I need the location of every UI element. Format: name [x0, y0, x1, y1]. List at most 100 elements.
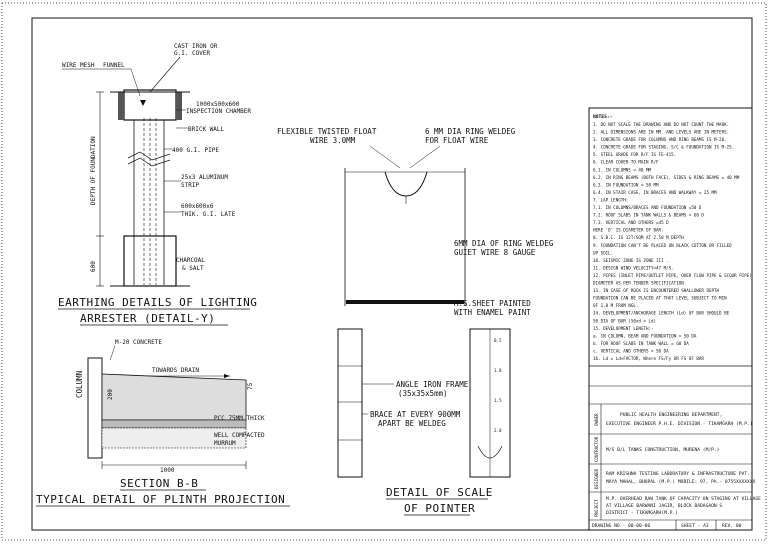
murrum-label: WELL COMPACTED [214, 432, 265, 439]
scale-mark-1: 0.5 [494, 338, 502, 343]
break-line-top [127, 151, 171, 161]
pcc-label: PCC 75MM THICK [214, 415, 265, 422]
pointer-detail: 0.5 1.0 1.5 2.0 ANGLE IRON FRAME (35x35x… [337, 328, 511, 516]
earthing-detail: CAST IRON OR G.I. COVER WIRE MESH FUNNEL… [58, 43, 257, 326]
note-item: 7.3. VERTICAL AND OTHERS =45 D [593, 220, 669, 225]
guide-wire-label-2: GUIET WIRE 8 GAUGE [454, 248, 536, 257]
note-item: 9. FOUNDATION CAN'T BE PLACED ON BLACK C… [593, 243, 732, 248]
note-item: HERE 'D' IS DIAMETER OF BAR. [593, 228, 664, 233]
concrete-label: M-20 CONCRETE [115, 339, 162, 346]
wire-mesh-label: WIRE MESH [62, 62, 95, 69]
gi-pipe-label: 400 G.I. PIPE [172, 147, 219, 154]
pointer-float [477, 445, 503, 459]
owner-line-2: EXECUTIVE ENGINEER P.H.E. DIVISION - TIK… [606, 421, 753, 427]
note-item: 5. STEEL GRADE FOR R/F IS FE-415. [593, 152, 676, 157]
brick-wall-left [118, 92, 124, 120]
angle-frame-label: ANGLE IRON FRAME [396, 380, 469, 389]
break-line-bottom [127, 157, 171, 167]
cast-iron-cover-label: CAST IRON OR [174, 43, 218, 50]
plinth-concrete [101, 373, 247, 421]
drain-arrow-head [224, 374, 230, 378]
note-item: 3. CONCRETE GRADE FOR COLUMNS AND RING B… [593, 137, 727, 142]
project-line-2: AT VILLAGE BARWANI JAGIR, BLOCK BADAGAON… [606, 503, 722, 509]
note-item: 10. SEISMIC ZONE IS ZONE III . [593, 258, 669, 263]
sheet-size: SHEET - A3 [681, 523, 709, 529]
column [87, 357, 103, 459]
notes-list: 1. DO NOT SCALE THE DRAWING AND DO NOT C… [593, 122, 752, 361]
funnel-shape [140, 100, 146, 106]
pointer-subtitle: OF POINTER [404, 502, 475, 515]
plate-size-label: 600x600x6 [181, 203, 214, 210]
note-item: 6.3. IN FOUNDATION = 50 MM [593, 182, 659, 187]
note-item: UP SOIL. [593, 250, 613, 255]
note-item: 6.1. IN COLUMNS = 40 MM [593, 167, 651, 172]
brace-label: BRACE AT EVERY 900MM [370, 410, 461, 419]
section-title: SECTION B-B [120, 477, 198, 490]
charcoal-label: CHARCOAL [176, 257, 205, 264]
contractor-line: M/S B/L TANKS CONSTRUCTION, MURENA (M/P.… [606, 447, 719, 453]
note-item: a. IN COLUMN, BEAM AND FOUNDATION = 50 D… [593, 333, 697, 338]
note-item: 6. CLEAR COVER TO MAIN R/F [593, 160, 659, 165]
plinth-title: TYPICAL DETAIL OF PLINTH PROJECTION [36, 493, 285, 506]
guide-wire-label: 6MM DIA OF RING WELDEG [454, 239, 554, 248]
cover-leader [149, 56, 181, 93]
note-item: 2. ALL DIMENSIONS ARE IN MM. AND LEVELS … [593, 130, 729, 135]
note-item: 50 DIA OF BAR (50xd = Ld) [593, 318, 656, 323]
inspection-chamber-label: INSPECTION CHAMBER [186, 108, 251, 115]
project-tag: PROJECT [594, 499, 599, 517]
note-item: OF 1.0 M FROM NGL. [593, 303, 638, 308]
note-item: 13. IN CASE OF ROCK IS ENCOUNTERED SHALL… [593, 288, 720, 293]
note-item: 6.2. IN RING BEAMS (BOTH FACE), SIDES & … [593, 175, 740, 180]
ms-sheet-plate [346, 300, 464, 304]
brick-wall-right [176, 92, 182, 120]
note-item: 7.2. ROOF SLABS IN TANK WALLS & BEAMS = … [593, 213, 704, 218]
charcoal-label-2: & SALT [182, 265, 204, 272]
ring-label: 6 MM DIA RING WELDEG [425, 127, 516, 136]
note-item: 11. DESIGN WIND VELOCITY=47 M/S. [593, 265, 674, 270]
note-item: FOUNDATION CAN BE PLACED AT THAT LEVEL S… [593, 296, 727, 301]
note-item: 7. LAP LENGTH: [593, 198, 628, 203]
earthing-title: EARTHING DETAILS OF LIGHTING [58, 296, 257, 309]
note-item: 8. S.B.C. IS 12T/SQM AT 2.50 M DEPTH [593, 235, 684, 240]
owner-tag: OWNER [594, 413, 599, 426]
dim-1000-label: 1000 [160, 467, 175, 474]
title-block-frame [588, 107, 753, 531]
brace-label-2: APART BE WELDEG [378, 419, 446, 428]
murrum-label-2: MURRUM [214, 440, 236, 447]
pointer-post-left [337, 328, 363, 478]
note-item: 7.1. IN COLUMNS/BRACES AND FOUNDATION =5… [593, 205, 702, 210]
ms-sheet-label: M.S.SHEET PAINTED [454, 299, 531, 308]
plate-label: THIK. G.I. LATE [181, 211, 236, 218]
ring-label-2: FOR FLOAT WIRE [425, 136, 489, 145]
note-item: c. VERTICAL AND OTHERS = 50 DA [593, 349, 669, 354]
aluminum-strip-label: 25x3 ALUMINUM [181, 174, 228, 181]
inspection-chamber [123, 89, 177, 121]
note-item: 15. DEVELOPMENT LENGTH:- [593, 326, 654, 331]
inspection-size-label: 1000x500x600 [196, 101, 240, 108]
note-item: 12. PIPES (INLET PIPE/OUTLET PIPE, OVER … [593, 273, 752, 278]
angle-frame-label-2: (35x35x5mm) [398, 389, 448, 398]
revision: REV. 00 [722, 523, 742, 529]
owner-line-1: PUBLIC HEALTH ENGINEERING DEPARTMENT, [620, 412, 722, 418]
note-item: 1. DO NOT SCALE THE DRAWING AND DO NOT C… [593, 122, 729, 127]
contractor-tag: CONTRACTOR [594, 436, 599, 462]
scale-mark-4: 2.0 [494, 428, 502, 433]
plinth-section: M-20 CONCRETE COLUMN TOWARDS DRAIN 200 7… [36, 339, 290, 507]
scale-mark-3: 1.5 [494, 398, 502, 403]
towards-drain-label: TOWARDS DRAIN [152, 367, 199, 374]
note-item: DIAMETER AS PER TENDER SPECIFICATION. [593, 281, 686, 286]
drawing-number: DRAWING NO.- 00-00-00 [592, 523, 650, 529]
designer-line-1: RAM KRISHNA TESTING LABORATORY & INFRAST… [606, 471, 750, 477]
ring-leader [409, 145, 441, 169]
murrum-layer [101, 427, 247, 449]
scale-mark-2: 1.0 [494, 368, 502, 373]
depth-label: DEPTH OF FOUNDATION [90, 136, 97, 205]
earthing-subtitle: ARRESTER (DETAIL-Y) [80, 312, 215, 325]
project-line-3: DISTRICT - TIKAMGARH(M.P.) [606, 510, 678, 516]
funnel-label: FUNNEL [103, 62, 125, 69]
twisted-wire-label-2: WIRE 3.0MM [310, 136, 356, 145]
ms-sheet-label-2: WITH ENAMEL PAINT [454, 308, 531, 317]
